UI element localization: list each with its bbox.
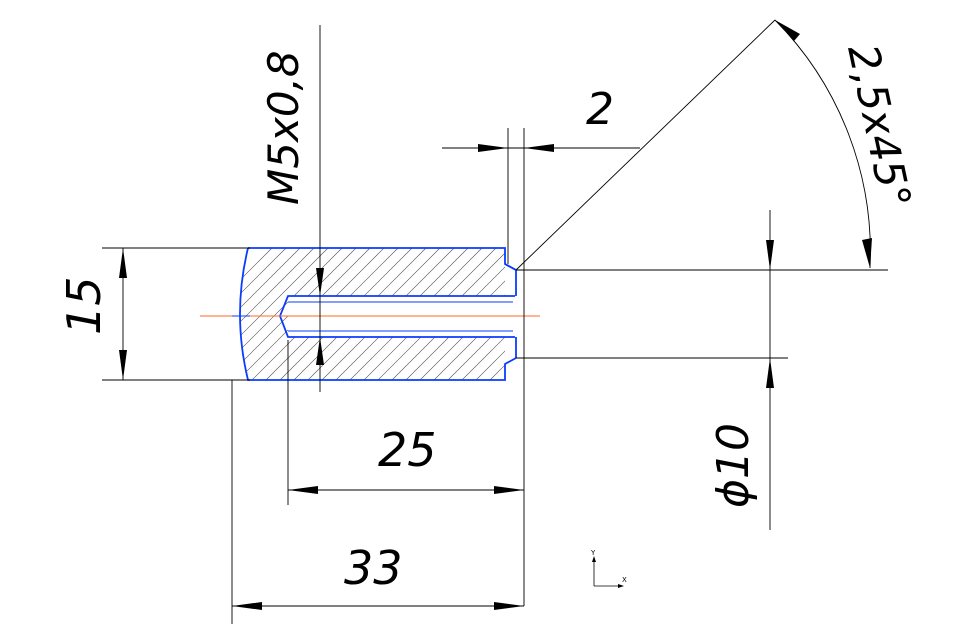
height-dimension-label: 15: [57, 276, 111, 335]
hatch-line: [240, 248, 389, 380]
dimension-lines: [102, 19, 888, 624]
hatch-line: [582, 230, 752, 400]
overall-length-label: 33: [344, 541, 403, 595]
hatch-line: [610, 230, 780, 400]
axis-indicator: Y X: [590, 549, 627, 588]
chamfer-length-label: 2: [586, 84, 614, 135]
hatch-line: [469, 248, 505, 380]
hatch-line: [526, 230, 696, 400]
hatch-line: [287, 248, 459, 380]
hatch-line: [441, 248, 505, 380]
hatch-line: [596, 230, 766, 400]
thread-dimension-label: M5x0,8: [259, 50, 308, 205]
hatch-line: [329, 248, 501, 380]
hatch-line: [540, 230, 710, 400]
hatch-line: [240, 248, 291, 380]
arrowheads: [119, 20, 872, 610]
hatch-line: [413, 248, 505, 380]
hatch-line: [568, 230, 738, 400]
hatch-line: [240, 248, 305, 380]
hatch-line: [315, 248, 487, 380]
hatch-line: [666, 230, 836, 400]
hatch-line: [240, 248, 333, 380]
hatch-line: [399, 248, 505, 380]
hatch-line: [240, 248, 319, 380]
hatch-line: [455, 248, 505, 380]
hatch-line: [512, 230, 682, 400]
hatch-line: [497, 248, 505, 380]
chamfer-spec-label: 2,5x45°: [838, 40, 920, 213]
hatch-line: [694, 230, 864, 400]
hatch-line: [240, 248, 375, 380]
hatch-line: [427, 248, 505, 380]
bore-depth-label: 25: [378, 423, 437, 477]
hatch-line: [708, 230, 878, 400]
hatch-line: [240, 248, 361, 380]
hatch-line: [750, 230, 920, 400]
hatch-line: [240, 248, 347, 380]
hatch-line: [371, 248, 505, 380]
hatch-line: [259, 248, 431, 380]
right-groove: [504, 263, 517, 358]
hatch-line: [680, 230, 850, 400]
hatch-line: [638, 230, 808, 400]
hatch-line: [301, 248, 473, 380]
hatch-line: [245, 248, 417, 380]
axis-y-label: Y: [590, 549, 596, 557]
hatch-line: [240, 248, 403, 380]
axis-x-label: X: [622, 576, 627, 584]
diameter-label: ϕ10: [708, 423, 759, 508]
hatch-line: [652, 230, 822, 400]
hatch-line: [357, 248, 505, 380]
hatch-line: [554, 230, 724, 400]
hatch-line: [483, 248, 505, 380]
hatch-line: [343, 248, 505, 380]
hatch-line: [273, 248, 445, 380]
hatch-line: [736, 230, 906, 400]
